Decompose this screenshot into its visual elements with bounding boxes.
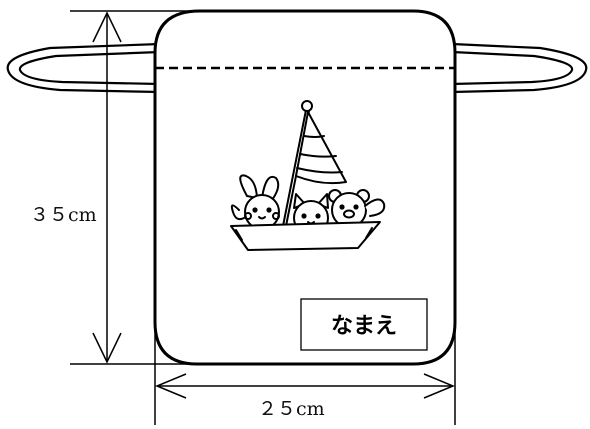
- right-cord-loop: [451, 42, 588, 94]
- width-dimension: [154, 330, 456, 425]
- height-label: ３５cm: [30, 204, 97, 226]
- boat-with-animals-icon: [230, 100, 386, 251]
- left-cord-loop: [6, 42, 161, 94]
- height-arrow-top: [92, 11, 122, 43]
- drawstring-cord: [6, 42, 588, 94]
- height-arrow-bottom: [92, 332, 122, 364]
- width-arrow-left: [155, 373, 187, 399]
- width-label: ２５cm: [258, 398, 325, 420]
- bag-outline: [153, 9, 457, 366]
- width-arrow-right: [423, 373, 455, 399]
- height-dimension: [70, 10, 200, 365]
- name-tag-label: なまえ: [331, 314, 397, 339]
- name-tag: [300, 298, 428, 351]
